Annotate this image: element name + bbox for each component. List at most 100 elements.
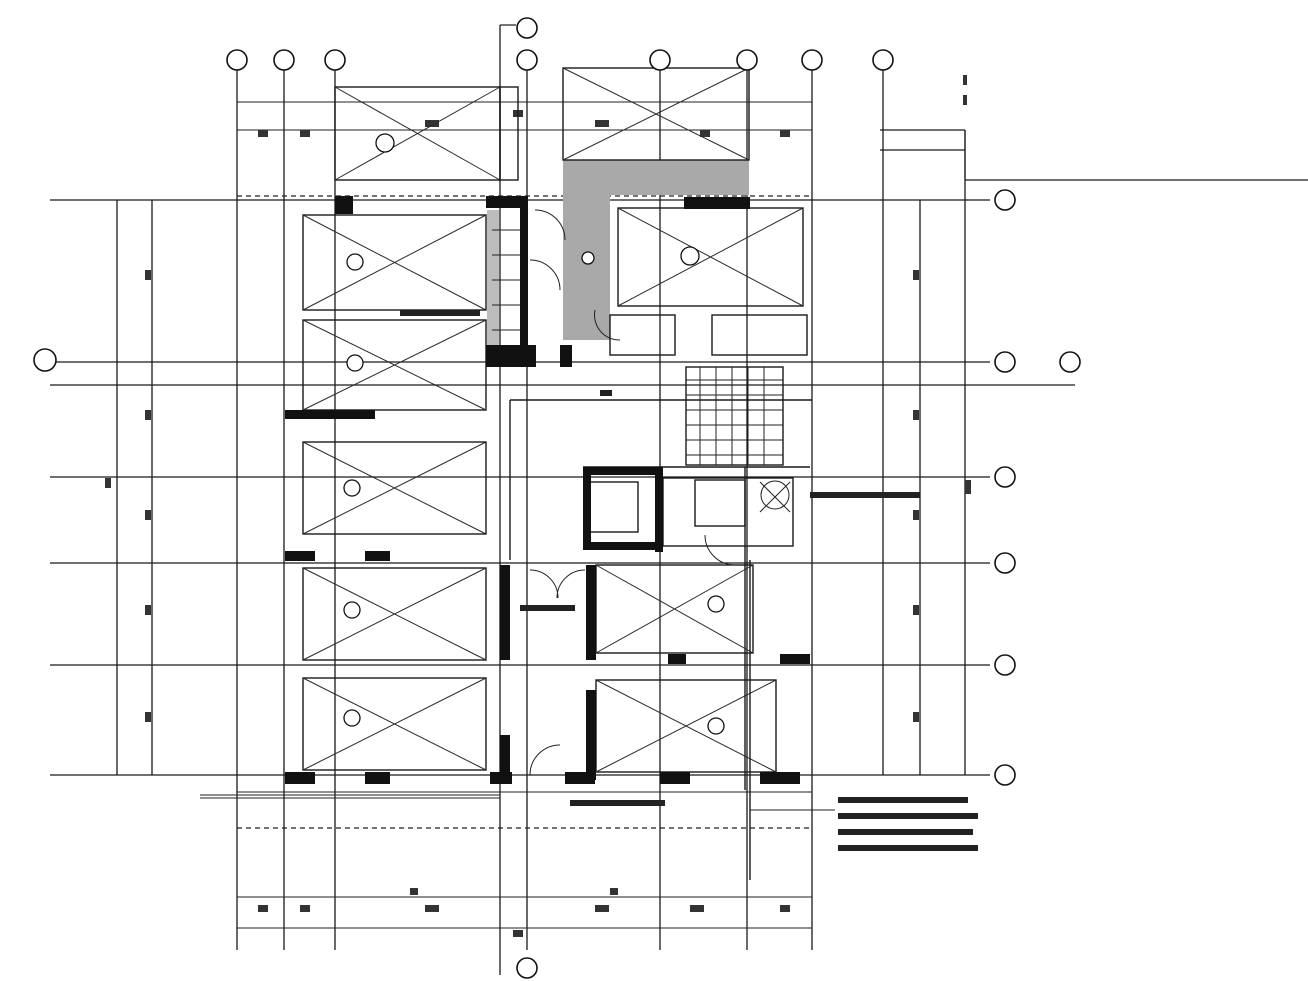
note-line xyxy=(520,605,575,611)
room xyxy=(334,86,501,181)
wall xyxy=(583,467,591,547)
room xyxy=(302,441,487,535)
wall xyxy=(335,196,353,214)
wall xyxy=(520,196,528,366)
grid-bubbles-top xyxy=(226,17,894,71)
wall xyxy=(660,772,690,784)
wall xyxy=(684,197,750,209)
room-tag xyxy=(343,601,361,619)
wall xyxy=(583,542,663,550)
room-tag xyxy=(707,595,725,613)
section-markers xyxy=(500,24,967,180)
grid-bubble xyxy=(736,49,758,71)
note-line xyxy=(838,829,973,835)
room-tags xyxy=(343,133,725,735)
dim-mark xyxy=(913,712,919,722)
room-tag xyxy=(346,354,364,372)
dim-mark xyxy=(145,605,151,615)
dim-mark xyxy=(913,410,919,420)
dim-mark xyxy=(700,130,710,137)
dim-mark xyxy=(913,605,919,615)
note-line xyxy=(400,310,480,316)
grid-bubble xyxy=(994,351,1016,373)
wall xyxy=(760,772,800,784)
walls xyxy=(285,196,810,784)
grid-bubble xyxy=(226,49,248,71)
dim-mark xyxy=(105,478,111,488)
wall xyxy=(285,410,375,419)
wall xyxy=(365,551,390,561)
grid-bubble xyxy=(801,49,823,71)
wall xyxy=(500,565,510,660)
grid-bubble xyxy=(994,189,1016,211)
grid-bubble xyxy=(994,654,1016,676)
grid-bubble xyxy=(649,49,671,71)
dim-mark xyxy=(965,480,971,494)
room xyxy=(302,677,487,771)
wall xyxy=(780,654,810,664)
room xyxy=(302,214,487,311)
dim-mark xyxy=(690,905,704,912)
room-tag xyxy=(581,251,595,265)
room-tag xyxy=(375,133,395,153)
room xyxy=(617,207,804,307)
stair-outline xyxy=(685,366,784,466)
room xyxy=(302,567,487,661)
dim-mark xyxy=(300,130,310,137)
room-tag xyxy=(680,246,700,266)
grid-bubbles-bottom xyxy=(516,957,538,979)
wall xyxy=(560,345,572,367)
wall xyxy=(500,735,510,780)
service-core xyxy=(487,160,749,355)
dim-mark xyxy=(258,130,268,137)
note-line xyxy=(810,492,920,498)
note-line xyxy=(570,800,665,806)
note-line xyxy=(838,813,978,819)
note-line xyxy=(838,797,968,803)
legend-notes xyxy=(400,310,978,851)
room xyxy=(595,679,777,773)
room-tag xyxy=(343,479,361,497)
dimension-ticks xyxy=(105,110,971,937)
dim-mark xyxy=(145,410,151,420)
stair-strip xyxy=(487,210,499,355)
room xyxy=(562,67,750,161)
grid-bubble xyxy=(516,17,538,39)
dim-mark xyxy=(513,930,523,937)
grid-bubble xyxy=(994,466,1016,488)
wall xyxy=(365,772,390,784)
room-tag xyxy=(707,717,725,735)
dim-mark xyxy=(780,130,790,137)
grid-bubble xyxy=(994,764,1016,786)
core-fill xyxy=(563,195,610,340)
wall xyxy=(285,551,315,561)
wall xyxy=(583,467,663,475)
dim-mark xyxy=(913,510,919,520)
wall xyxy=(586,690,596,780)
dim-mark xyxy=(300,905,310,912)
room xyxy=(302,319,487,411)
grid-bubble xyxy=(872,49,894,71)
note-line xyxy=(838,845,978,851)
room-tag xyxy=(346,253,364,271)
dim-mark xyxy=(145,270,151,280)
grid-bubble xyxy=(33,348,57,372)
dim-mark xyxy=(595,905,609,912)
dim-mark xyxy=(258,905,268,912)
note-line xyxy=(600,390,612,396)
grid-bubble xyxy=(324,49,346,71)
dim-mark xyxy=(595,120,609,127)
vertical-grid-lines xyxy=(116,25,966,975)
room-outline xyxy=(499,86,519,181)
grid-bubbles-left xyxy=(33,348,57,372)
dim-mark xyxy=(145,510,151,520)
grid-bubble xyxy=(1059,351,1081,373)
doors xyxy=(529,209,736,776)
grid-bubble xyxy=(273,49,295,71)
dim-mark xyxy=(145,712,151,722)
wall xyxy=(486,196,521,208)
dim-mark xyxy=(425,120,439,127)
wet-area-fixtures xyxy=(589,314,808,547)
dim-mark xyxy=(410,888,418,895)
